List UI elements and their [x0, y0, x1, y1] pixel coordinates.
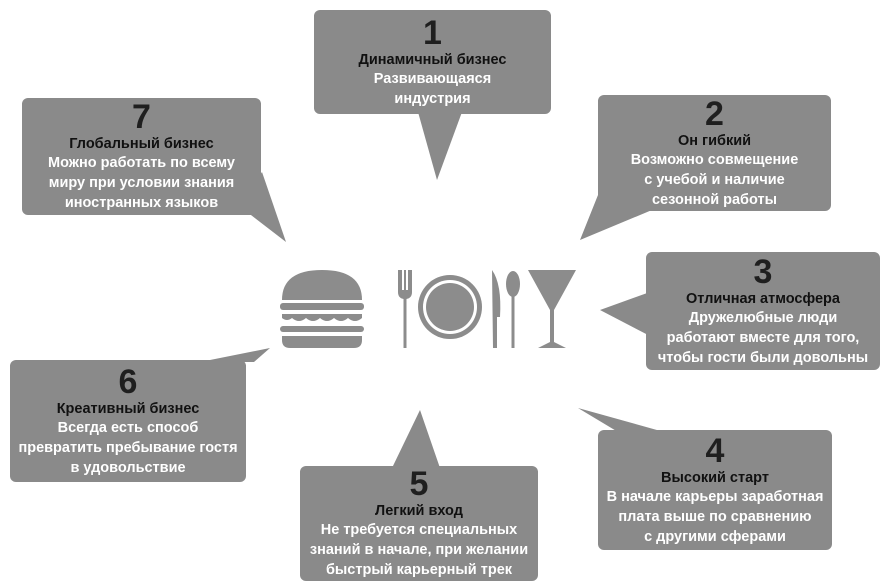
- callout-3: 3 Отличная атмосфера Дружелюбные люди ра…: [646, 252, 880, 370]
- callout-title: Глобальный бизнес: [69, 136, 214, 152]
- callout-title: Динамичный бизнес: [358, 51, 507, 68]
- callout-number: 7: [132, 98, 151, 136]
- callout-title: Отличная атмосфера: [686, 290, 840, 307]
- callout-number: 1: [423, 13, 442, 52]
- tail-4: [578, 408, 664, 432]
- tail-1: [418, 112, 462, 180]
- tail-5: [392, 410, 440, 468]
- burger-icon: [280, 270, 364, 348]
- plate-icon: [418, 275, 482, 339]
- callout-2: 2 Он гибкий Возможно совмещение с учебой…: [598, 95, 831, 211]
- callout-text: Развивающаяся индустрия: [373, 70, 492, 107]
- callout-number: 4: [705, 431, 725, 470]
- callout-title: Креативный бизнес: [56, 400, 200, 417]
- spoon-icon: [506, 271, 520, 348]
- callout-title: Он гибкий: [677, 132, 752, 149]
- tail-3: [600, 292, 650, 336]
- martini-glass-icon: [528, 270, 576, 348]
- restaurant-icons: [280, 270, 576, 348]
- callout-number: 2: [705, 94, 724, 133]
- callout-text: Возможно совмещение с учебой и наличие с…: [630, 151, 799, 208]
- callout-text: Дружелюбные люди работают вместе для тог…: [657, 309, 869, 366]
- callout-number: 6: [118, 362, 138, 401]
- fork-icon: [398, 270, 412, 348]
- callout-number: 3: [753, 252, 773, 291]
- knife-icon: [492, 270, 501, 348]
- callout-text: Всегда есть способ превратить пребывание…: [18, 419, 238, 476]
- callout-text: Можно работать по всему миру при условии…: [48, 155, 235, 211]
- callout-4: 4 Высокий старт В начале карьеры заработ…: [598, 430, 832, 550]
- callout-title: Легкий вход: [375, 503, 463, 519]
- tail-6: [200, 348, 270, 362]
- callout-5: 5 Легкий вход Не требуется специальных з…: [300, 466, 538, 581]
- callout-number: 5: [409, 465, 429, 503]
- callout-6: 6 Креативный бизнес Всегда есть способ п…: [10, 360, 246, 482]
- callout-title: Высокий старт: [661, 469, 769, 486]
- callout-7: 7 Глобальный бизнес Можно работать по вс…: [22, 98, 261, 215]
- callout-text: Не требуется специальных знаний в начале…: [309, 522, 529, 578]
- callout-1: 1 Динамичный бизнес Развивающаяся индуст…: [314, 10, 551, 114]
- callout-text: В начале карьеры заработная плата выше п…: [606, 488, 824, 545]
